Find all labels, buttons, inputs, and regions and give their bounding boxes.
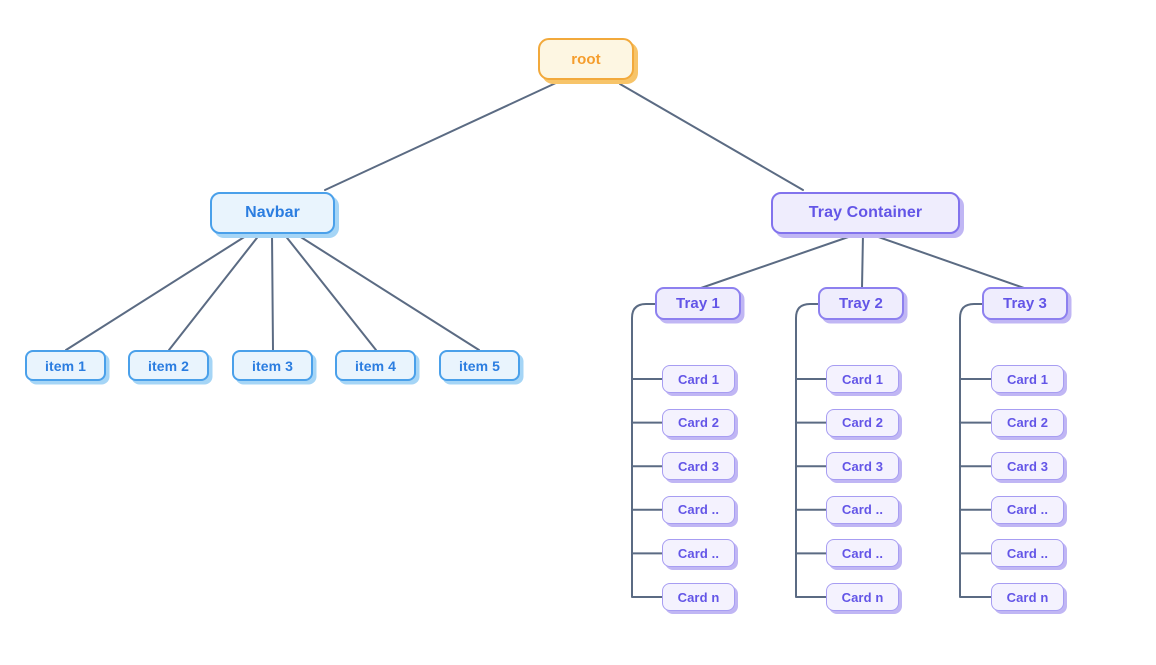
node-item-5: item 5 [439, 350, 520, 381]
node-tray2-card6: Card n [826, 583, 899, 611]
node-tray2-card1: Card 1 [826, 365, 899, 393]
node-tray1-card5: Card .. [662, 539, 735, 568]
node-item-2: item 2 [128, 350, 209, 381]
node-tray1-card4-label: Card .. [677, 502, 720, 518]
edge-root-tray-container [619, 83, 804, 191]
edge-root-navbar [324, 81, 559, 191]
node-tray-1: Tray 1 [655, 287, 741, 320]
node-tray1-card3: Card 3 [662, 452, 735, 481]
bracket-tray1 [631, 303, 663, 598]
node-tray2-card3-label: Card 3 [841, 458, 884, 474]
node-tray3-card3-label: Card 3 [1006, 458, 1049, 474]
edge-navbar-item1 [65, 233, 250, 351]
node-navbar-label: Navbar [245, 204, 300, 221]
node-tray3-card6-label: Card n [1006, 589, 1049, 605]
node-tray2-card3: Card 3 [826, 452, 899, 481]
node-item-2-label: item 2 [147, 357, 190, 374]
node-tray-3-label: Tray 3 [1003, 295, 1047, 312]
edge-navbar-item4 [283, 233, 377, 351]
node-tray3-card5-label: Card .. [1006, 545, 1049, 561]
edge-tc-tray3 [869, 233, 1025, 289]
node-tray1-card3-label: Card 3 [677, 458, 720, 474]
node-tray-2: Tray 2 [818, 287, 904, 320]
node-item-1-label: item 1 [44, 357, 87, 374]
bracket-tray2 [795, 303, 827, 598]
edge-navbar-item5 [295, 233, 480, 351]
node-tray1-card2-label: Card 2 [677, 415, 720, 431]
edge-navbar-item3 [271, 233, 274, 351]
node-tray3-card5: Card .. [991, 539, 1064, 568]
node-item-3: item 3 [232, 350, 313, 381]
node-tray1-card2: Card 2 [662, 408, 735, 437]
node-tray3-card6: Card n [991, 583, 1064, 611]
node-tray-container: Tray Container [771, 192, 960, 234]
node-tray1-card1-label: Card 1 [677, 371, 720, 387]
node-navbar: Navbar [210, 192, 335, 234]
node-tray3-card4-label: Card .. [1006, 502, 1049, 518]
node-root: root [538, 38, 634, 80]
node-tray2-card2-label: Card 2 [841, 415, 884, 431]
node-tray2-card4: Card .. [826, 495, 899, 524]
node-tray1-card5-label: Card .. [677, 545, 720, 561]
node-item-3-label: item 3 [251, 357, 294, 374]
edge-tc-tray1 [700, 233, 858, 289]
node-tray1-card6-label: Card n [677, 589, 720, 605]
node-tray-2-label: Tray 2 [839, 295, 883, 312]
node-tray1-card4: Card .. [662, 495, 735, 524]
node-tray3-card1-label: Card 1 [1006, 371, 1049, 387]
node-tray2-card6-label: Card n [841, 589, 884, 605]
node-item-1: item 1 [25, 350, 106, 381]
node-tray3-card3: Card 3 [991, 452, 1064, 481]
node-tray3-card2-label: Card 2 [1006, 415, 1049, 431]
node-tray2-card2: Card 2 [826, 408, 899, 437]
node-tray2-card5: Card .. [826, 539, 899, 568]
node-item-4: item 4 [335, 350, 416, 381]
node-tray1-card6: Card n [662, 583, 735, 611]
node-item-4-label: item 4 [354, 357, 397, 374]
bracket-tray3 [959, 303, 992, 598]
node-tray-3: Tray 3 [982, 287, 1068, 320]
node-tray2-card4-label: Card .. [841, 502, 884, 518]
node-item-5-label: item 5 [458, 357, 501, 374]
node-tray2-card1-label: Card 1 [841, 371, 884, 387]
node-tray3-card4: Card .. [991, 495, 1064, 524]
node-tray3-card1: Card 1 [991, 365, 1064, 393]
node-tray1-card1: Card 1 [662, 365, 735, 393]
node-tray-container-label: Tray Container [808, 204, 923, 221]
node-tray-1-label: Tray 1 [676, 295, 720, 312]
node-root-label: root [571, 50, 601, 68]
node-tray3-card2: Card 2 [991, 408, 1064, 437]
edge-navbar-item2 [168, 233, 261, 351]
edge-tc-tray2 [861, 233, 864, 289]
node-tray2-card5-label: Card .. [841, 545, 884, 561]
